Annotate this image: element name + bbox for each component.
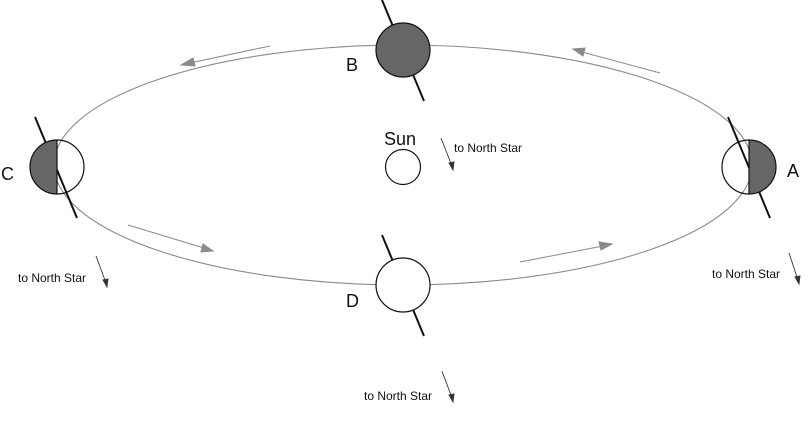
earth-c <box>29 116 85 219</box>
position-b-label: B <box>346 55 358 75</box>
earth-d <box>375 234 431 337</box>
earth-d-circle <box>375 257 431 313</box>
north-star-arrow-a <box>788 252 801 286</box>
north-star-label-c: to North Star <box>18 271 86 285</box>
arrow-bottom-left <box>127 224 215 253</box>
north-star-arrow-c <box>95 255 109 289</box>
earth-a <box>721 116 777 219</box>
arrow-top-left <box>179 45 271 67</box>
sun-label: Sun <box>384 129 416 149</box>
north-star-label-a: to North Star <box>712 267 780 281</box>
earth-b <box>375 0 431 102</box>
position-d-label: D <box>346 291 359 311</box>
position-c-label: C <box>1 164 14 184</box>
position-a-label: A <box>787 161 799 181</box>
orbit-direction-arrows <box>127 45 661 263</box>
north-star-label-d: to North Star <box>364 389 432 403</box>
arrow-top-right <box>571 47 661 74</box>
earth-c-shadow <box>30 140 57 194</box>
arrow-bottom-right <box>519 241 614 263</box>
north-star-arrow-sun <box>440 137 455 172</box>
north-star-label-sun: to North Star <box>454 141 522 155</box>
earth-a-shadow <box>749 140 776 194</box>
sun-circle <box>384 148 422 186</box>
earth-b-circle <box>375 22 431 78</box>
north-star-arrow-d <box>441 370 455 404</box>
